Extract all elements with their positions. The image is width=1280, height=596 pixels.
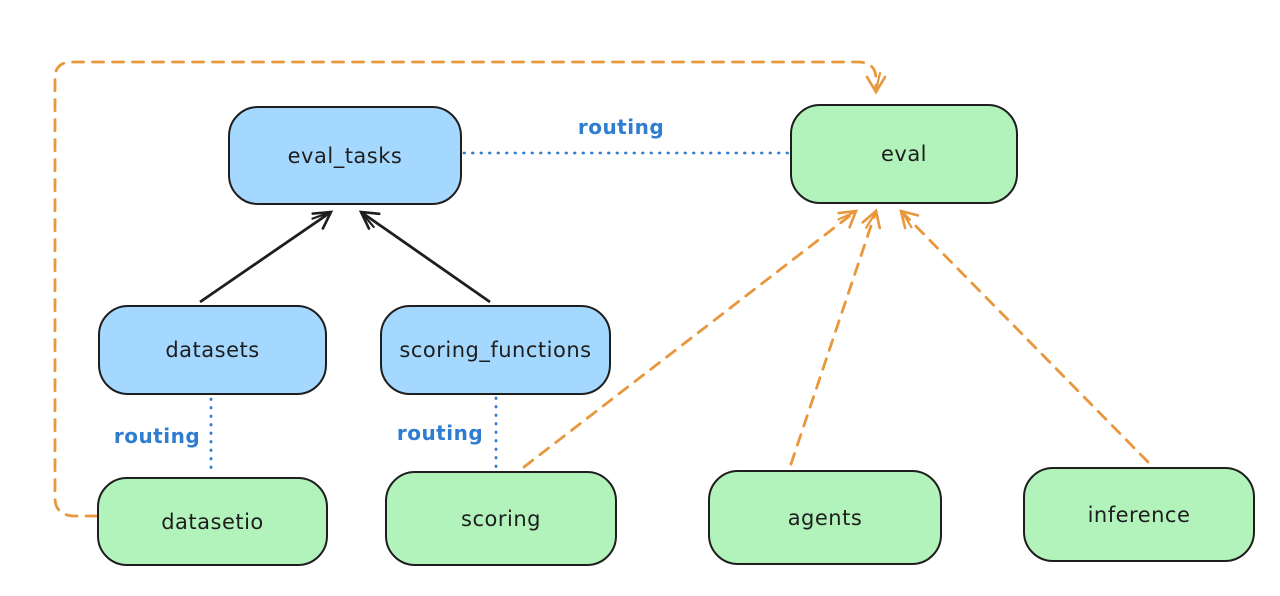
node-scoring-functions-label: scoring_functions [399,338,592,362]
edge-inference-to-eval [899,209,1150,464]
node-scoring: scoring [385,471,617,566]
routing-label-datasets-datasetio: routing [113,424,201,448]
node-eval-tasks: eval_tasks [228,106,462,205]
node-datasetio: datasetio [97,477,328,566]
node-datasets: datasets [98,305,327,395]
node-agents: agents [708,470,942,565]
routing-label-eval-tasks-eval: routing [577,115,665,139]
node-eval-label: eval [880,142,928,166]
node-scoring-functions: scoring_functions [380,305,611,395]
node-agents-label: agents [787,505,863,530]
node-eval-tasks-label: eval_tasks [287,143,403,168]
node-eval: eval [790,104,1018,204]
node-inference: inference [1023,467,1255,562]
node-datasets-label: datasets [165,338,260,362]
edge-datasets-to-eval-tasks [199,210,334,304]
node-inference-label: inference [1087,502,1191,527]
node-scoring-label: scoring [461,506,541,531]
edge-scoring-functions-to-eval-tasks [358,210,491,304]
edge-agents-to-eval [789,208,882,466]
edge-datasetio-to-eval [53,60,887,518]
edge-scoring-to-eval [522,209,859,469]
node-datasetio-label: datasetio [161,509,264,534]
routing-label-scoring-functions-scoring: routing [396,421,484,445]
